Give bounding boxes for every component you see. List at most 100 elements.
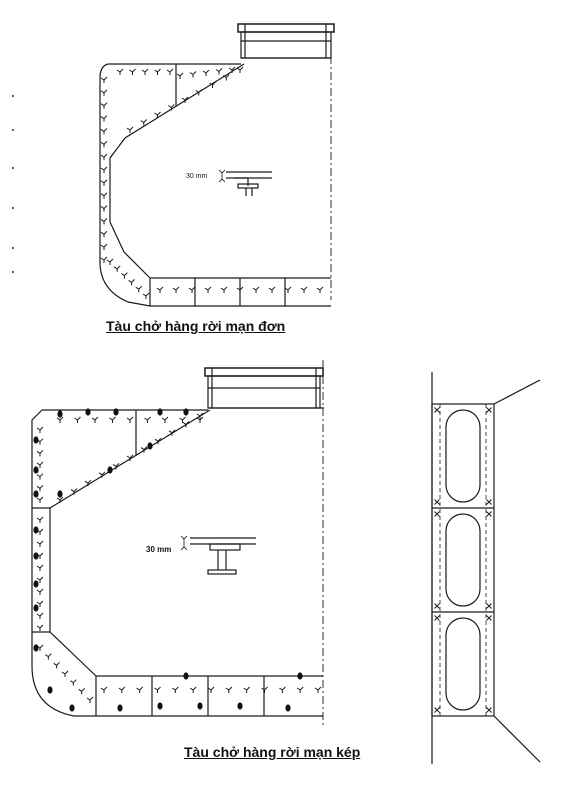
x-marker: [486, 707, 492, 713]
weld-blob: [33, 604, 39, 612]
x-marker: [434, 615, 440, 621]
weld-tick: [252, 286, 260, 293]
weld-tick: [268, 286, 276, 293]
weld-tick: [279, 686, 286, 693]
weld-blob: [285, 704, 291, 712]
weld-tick: [100, 218, 108, 225]
x-marker: [486, 603, 492, 609]
weld-blob: [33, 436, 39, 444]
weld-tick: [36, 612, 44, 619]
weld-tick: [70, 488, 78, 495]
x-marker: [486, 615, 492, 621]
weld-tick: [154, 111, 161, 118]
double-skin-section: [31, 360, 324, 728]
weld-tick: [36, 426, 44, 433]
corrugated-bulkhead-detail: [431, 372, 541, 764]
top-weld-marks: [100, 66, 324, 299]
weld-tick: [36, 564, 44, 571]
weld-blob: [197, 702, 203, 710]
weld-blob: [183, 408, 189, 416]
weld-tick: [116, 68, 124, 75]
weld-blob: [57, 410, 63, 418]
weld-blob: [57, 490, 63, 498]
top-deck-line: [108, 57, 331, 65]
weld-blob: [33, 466, 39, 474]
weld-tick: [225, 686, 233, 693]
weld-blob: [107, 466, 113, 474]
weld-tick: [45, 653, 52, 660]
lightening-hole-2: [445, 513, 481, 607]
weld-tick: [100, 179, 108, 186]
weld-blob: [297, 672, 303, 680]
weld-tick: [36, 484, 44, 492]
weld-tick: [100, 230, 108, 238]
weld-blob: [69, 704, 75, 712]
weld-tick: [196, 412, 204, 419]
weld-tick: [261, 686, 268, 693]
weld-tick: [100, 256, 108, 263]
weld-tick: [220, 286, 228, 293]
weld-tick: [126, 126, 134, 133]
weld-tick: [243, 686, 251, 693]
bottom-double-bottom: [95, 675, 323, 717]
detail-x-markers: [434, 407, 492, 713]
top-hatch-coaming: [237, 23, 335, 33]
weld-tick: [36, 496, 44, 503]
weld-tick: [161, 416, 169, 423]
weld-tick: [100, 102, 108, 109]
weld-tick: [112, 463, 120, 470]
weld-blob: [147, 442, 153, 450]
weld-tick: [166, 68, 174, 75]
weld-tick: [86, 696, 94, 703]
weld-tick: [154, 686, 161, 693]
weld-tick: [100, 243, 108, 251]
weld-tick: [100, 686, 108, 693]
weld-tick: [141, 68, 149, 75]
weld-tick: [70, 679, 77, 686]
weld-tick: [100, 128, 108, 135]
bottom-deck-line: [42, 407, 324, 411]
weld-blob: [33, 490, 39, 498]
weld-tick: [316, 286, 324, 293]
weld-tick: [84, 479, 92, 487]
weld-tick: [36, 588, 44, 595]
weld-blob: [157, 702, 163, 710]
weld-blob: [33, 526, 39, 534]
weld-tick: [284, 286, 292, 293]
weld-tick: [172, 286, 180, 293]
weld-tick: [36, 600, 44, 607]
x-marker: [434, 511, 440, 517]
weld-tick: [56, 416, 64, 423]
weld-tick: [36, 473, 44, 480]
weld-tick: [140, 119, 148, 126]
weld-tick: [118, 686, 126, 693]
weld-tick: [135, 285, 143, 293]
weld-blob: [33, 580, 39, 588]
lightening-hole-3: [445, 617, 481, 711]
weld-tick: [179, 416, 186, 423]
weld-blob: [237, 702, 243, 710]
x-marker: [486, 499, 492, 505]
weld-tick: [188, 286, 196, 293]
weld-tick: [209, 81, 216, 88]
bottom-inner-skin: [49, 508, 97, 677]
weld-tick: [136, 686, 144, 693]
weld-tick: [129, 68, 136, 75]
weld-tick: [36, 540, 44, 547]
weld-tick: [61, 670, 69, 677]
top-diagram-caption: Tàu chở hàng rời mạn đơn: [106, 318, 286, 334]
weld-tick: [78, 687, 86, 695]
weld-tick: [113, 265, 121, 272]
weld-tick: [126, 454, 134, 461]
weld-tick: [109, 416, 116, 423]
bottom-side-shell: [31, 409, 96, 717]
bottom-weld-marks: [36, 412, 322, 703]
x-marker: [486, 511, 492, 517]
top-side-shell: [99, 63, 151, 307]
weld-tick: [236, 286, 244, 293]
weld-tick: [176, 72, 184, 79]
weld-tick: [36, 576, 44, 583]
weld-tick: [100, 205, 108, 212]
weld-tick: [142, 292, 150, 299]
weld-tick: [144, 416, 151, 423]
